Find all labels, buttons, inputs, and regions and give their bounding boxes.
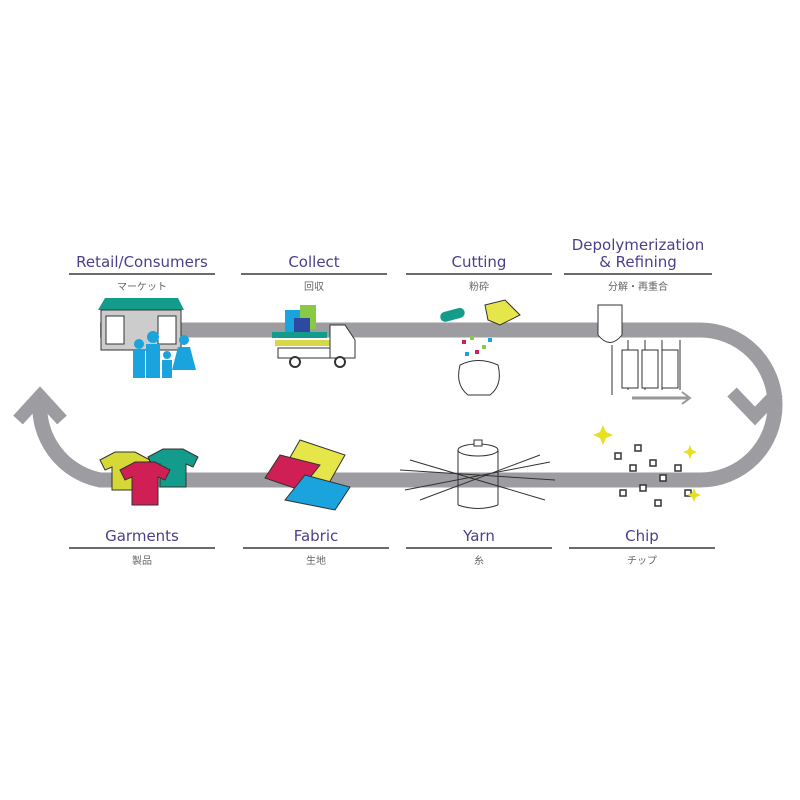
- divider: [406, 547, 552, 549]
- chip-icon: [593, 425, 701, 507]
- step-title: Garments: [105, 527, 179, 545]
- step-collect: Collect 回収: [241, 254, 387, 293]
- divider: [406, 273, 552, 275]
- step-jp: 回収: [304, 282, 324, 293]
- garments-icon: [99, 448, 199, 506]
- cycle-track: [32, 322, 783, 488]
- up-arrow-icon: [13, 386, 67, 425]
- reactor-icon: [597, 304, 692, 405]
- step-depolymerization: Depolymerization & Refining 分解・再重合: [564, 237, 712, 293]
- step-jp: 製品: [132, 556, 152, 567]
- divider: [69, 547, 215, 549]
- divider: [241, 273, 387, 275]
- divider: [564, 273, 712, 275]
- step-title: Fabric: [293, 527, 339, 545]
- step-jp: チップ: [627, 556, 657, 567]
- divider: [69, 273, 215, 275]
- step-yarn: Yarn 糸: [406, 528, 552, 567]
- step-jp: 糸: [474, 556, 484, 567]
- divider: [569, 547, 715, 549]
- step-title: Collect: [288, 253, 340, 271]
- step-retail-consumers: Retail/Consumers マーケット: [69, 254, 215, 293]
- step-jp: 分解・再重合: [608, 282, 668, 293]
- down-arrow-icon: [727, 387, 783, 426]
- step-title: Cutting: [451, 253, 507, 271]
- truck-icon: [272, 305, 356, 368]
- step-cutting: Cutting 粉砕: [406, 254, 552, 293]
- step-jp: 粉砕: [469, 282, 489, 293]
- store-icon: [98, 298, 196, 378]
- step-fabric: Fabric 生地: [243, 528, 389, 567]
- step-garments: Garments 製品: [69, 528, 215, 567]
- step-title: Retail/Consumers: [76, 253, 208, 271]
- step-title: Yarn: [463, 527, 495, 545]
- yarn-icon: [399, 439, 556, 509]
- step-chip: Chip チップ: [569, 528, 715, 567]
- step-title: Chip: [625, 527, 659, 545]
- shredder-icon: [440, 299, 521, 396]
- fabric-icon: [264, 439, 351, 511]
- step-jp: 生地: [306, 556, 326, 567]
- divider: [243, 547, 389, 549]
- step-title: Depolymerization & Refining: [571, 236, 705, 271]
- step-jp: マーケット: [117, 282, 167, 293]
